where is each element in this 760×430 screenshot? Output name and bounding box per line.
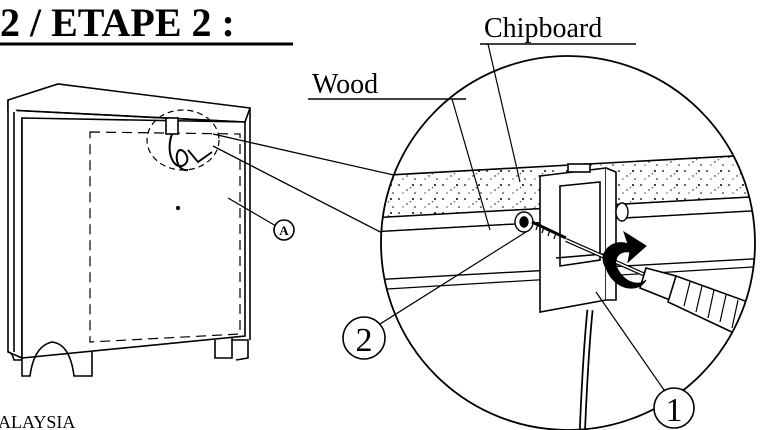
callout-2: 2	[356, 322, 373, 359]
footer-text: ALAYSIA	[0, 412, 75, 430]
callout-1: 1	[666, 392, 683, 429]
callout-2-circle	[342, 316, 386, 360]
chipboard-label: Chipboard	[484, 13, 602, 44]
screw-icon	[514, 202, 629, 240]
wire-bracket-icon	[539, 163, 617, 313]
callout-1-leader	[595, 291, 665, 391]
zoom-circle	[380, 55, 756, 430]
callout-a: A	[279, 223, 289, 238]
callout-2-leader	[379, 231, 527, 325]
wood-label: Wood	[312, 69, 378, 100]
callout-1-circle	[653, 387, 695, 429]
wood-leader	[451, 98, 491, 231]
rotation-arrow-icon	[602, 230, 647, 289]
step-title: 2 / ETAPE 2 :	[0, 0, 235, 45]
cabinet-illustration	[7, 83, 295, 377]
projection-lines	[212, 133, 399, 237]
chipboard-leader	[487, 43, 521, 183]
zoom-detail	[381, 56, 755, 430]
